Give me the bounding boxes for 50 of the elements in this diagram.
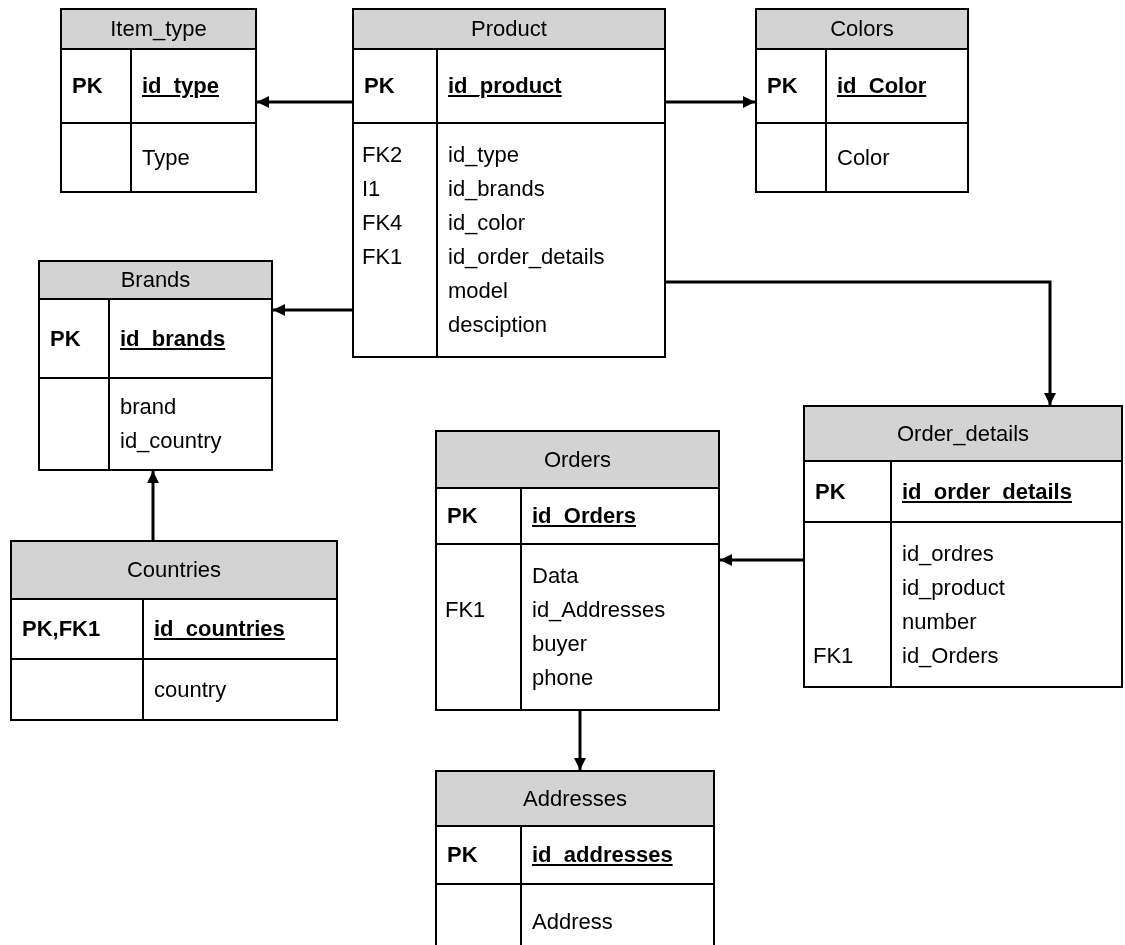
key-label: PK xyxy=(364,72,395,100)
arrow xyxy=(666,96,755,108)
key-list: FK1 xyxy=(445,593,516,627)
arrow xyxy=(720,554,803,566)
primary-key-field: id_Orders xyxy=(532,499,636,533)
field-list: brand id_country xyxy=(120,390,267,458)
table-box xyxy=(755,8,969,193)
arrow xyxy=(273,304,352,316)
field-list: id_type id_brands id_color id_order_details model desciption xyxy=(448,138,660,342)
table-header: Order_details xyxy=(805,407,1121,462)
table-header: Addresses xyxy=(437,772,713,827)
arrow xyxy=(574,711,586,770)
table-header: Item_type xyxy=(62,10,255,50)
key-list: FK2 I1 FK4 FK1 xyxy=(362,138,432,274)
primary-key-field: id_order_details xyxy=(902,474,1072,509)
key-label: PK xyxy=(447,502,478,530)
key-list: FK1 xyxy=(813,638,886,673)
primary-key-field: id_countries xyxy=(154,612,285,646)
table-box xyxy=(352,8,666,358)
key-label: PK xyxy=(767,72,798,100)
field-list: Data id_Addresses buyer phone xyxy=(532,559,714,695)
table-box xyxy=(435,430,720,711)
arrow xyxy=(147,471,159,540)
table-box xyxy=(60,8,257,193)
table-header: Countries xyxy=(12,542,336,600)
primary-key-field: id_brands xyxy=(120,321,226,356)
table-box xyxy=(803,405,1123,688)
primary-key-field: id_addresses xyxy=(532,838,673,872)
arrow xyxy=(666,280,1056,405)
field-list: country xyxy=(154,672,332,707)
table-box xyxy=(38,260,273,471)
table-box xyxy=(435,770,715,945)
key-label: PK xyxy=(72,72,103,100)
primary-key-field: id_type xyxy=(142,69,220,103)
key-label: PK xyxy=(50,324,81,353)
table-header: Product xyxy=(354,10,664,50)
key-label: PK,FK1 xyxy=(22,615,101,643)
field-list: Type xyxy=(142,140,251,175)
field-list: id_ordres id_product number id_Orders xyxy=(902,536,1117,673)
primary-key-field: id_Color xyxy=(837,69,927,103)
table-header: Orders xyxy=(437,432,718,489)
field-list: Color xyxy=(837,140,963,175)
arrow xyxy=(257,96,352,108)
key-label: PK xyxy=(447,841,478,869)
key-label: PK xyxy=(815,477,846,506)
table-header: Brands xyxy=(40,262,271,300)
primary-key-field: id_product xyxy=(448,69,562,103)
table-header: Colors xyxy=(757,10,967,50)
table-box xyxy=(10,540,338,721)
field-list: Address xyxy=(532,904,709,939)
